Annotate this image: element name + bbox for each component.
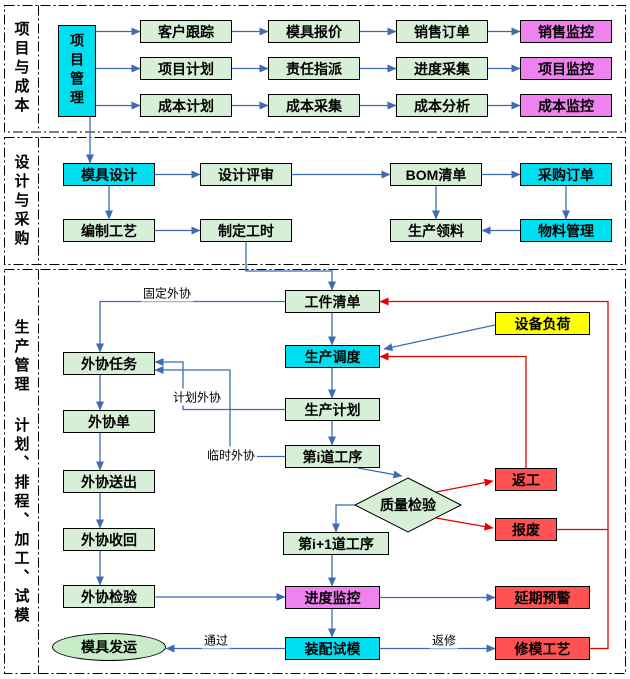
node-outsourcing-task: 外协任务 (63, 352, 155, 375)
edge-label-pass: 通过 (201, 631, 231, 649)
flow-connectors-blue (86, 27, 570, 653)
node-mold-shipping: 模具发运 (52, 633, 166, 661)
node-cost-analysis: 成本分析 (396, 94, 488, 117)
section-borders (4, 5, 626, 674)
node-customer-tracking: 客户跟踪 (140, 20, 232, 43)
node-process-i: 第i道工序 (285, 445, 380, 468)
edge-label-planned-outsourcing: 计划外协 (170, 388, 224, 406)
swimlane-title: 项目与成本 (12, 21, 30, 116)
node-mold-quote: 模具报价 (268, 20, 360, 43)
quality-check-diamond-shape (353, 477, 463, 533)
node-cost-collect: 成本采集 (268, 94, 360, 117)
node-bom-list: BOM清单 (390, 163, 482, 186)
swimlane-title: 生产管理 (12, 318, 30, 395)
node-cost-monitor: 成本监控 (520, 94, 612, 117)
node-sales-order: 销售订单 (396, 20, 488, 43)
node-equipment-load: 设备负荷 (495, 312, 590, 335)
node-rework: 返工 (495, 468, 557, 491)
node-outsourcing-return: 外协收回 (63, 528, 155, 551)
node-project-monitor: 项目监控 (520, 57, 612, 80)
node-production-plan: 生产计划 (285, 398, 380, 421)
edge-label-return-repair: 返修 (429, 631, 459, 649)
node-design-review: 设计评审 (200, 163, 292, 186)
swimlane-title: 设计与采购 (12, 153, 30, 249)
node-mold-repair: 修模工艺 (495, 637, 590, 660)
node-progress-monitor: 进度监控 (285, 586, 380, 609)
swimlane-label-design-purchase: 设计与采购 (6, 137, 36, 265)
node-responsibility-assign: 责任指派 (268, 57, 360, 80)
node-quality-check: 质量检验 (380, 497, 436, 513)
node-process-i-plus-1: 第i+1道工序 (283, 532, 389, 555)
node-workpiece-list: 工件清单 (285, 290, 380, 313)
node-cost-plan: 成本计划 (140, 94, 232, 117)
node-outsourcing-order: 外协单 (63, 410, 155, 433)
swimlane-subtitle: 计划、排程、加工、试模 (12, 416, 30, 626)
node-material-issue: 生产领料 (390, 219, 482, 242)
node-assembly-trial: 装配试模 (285, 637, 380, 660)
node-purchase-order: 采购订单 (520, 163, 612, 186)
node-project-plan: 项目计划 (140, 57, 232, 80)
node-production-scheduling: 生产调度 (285, 345, 380, 368)
node-work-hours: 制定工时 (200, 219, 292, 242)
swimlane-label-project-cost: 项目与成本 (6, 5, 36, 132)
swimlane-label-production: 生产管理 计划、排程、加工、试模 (6, 270, 36, 674)
node-process-design: 编制工艺 (63, 219, 155, 242)
node-scrap: 报废 (495, 518, 557, 541)
node-mold-design: 模具设计 (63, 163, 155, 186)
node-progress-collect: 进度采集 (396, 57, 488, 80)
edge-label-fixed-outsourcing: 固定外协 (140, 284, 194, 302)
feedback-connectors-red (379, 297, 609, 650)
node-material-management: 物料管理 (520, 219, 612, 242)
edge-label-temporary-outsourcing: 临时外协 (204, 446, 258, 464)
node-outsourcing-send: 外协送出 (63, 470, 155, 493)
node-sales-monitor: 销售监控 (520, 20, 612, 43)
node-project-management: 项目管理 (58, 25, 96, 117)
node-outsourcing-inspect: 外协检验 (63, 585, 155, 608)
node-delay-warning: 延期预警 (495, 586, 590, 609)
